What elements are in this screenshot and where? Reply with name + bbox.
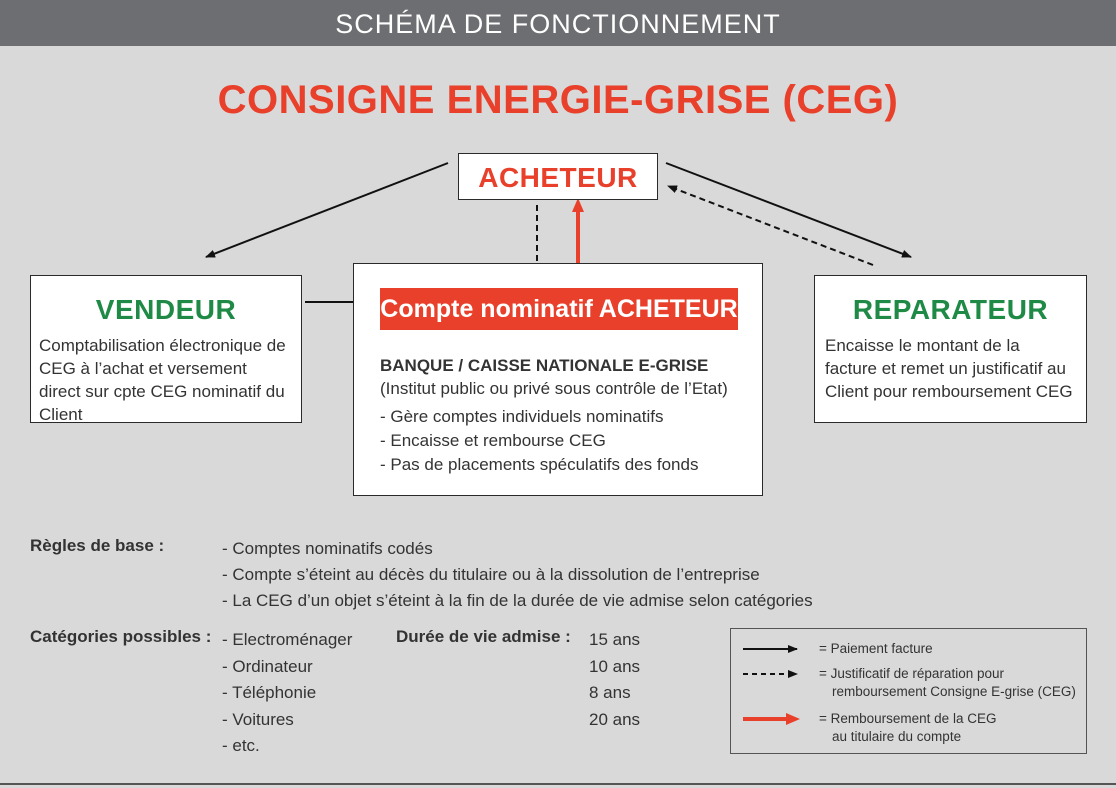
duree-list: 15 ans 10 ans 8 ans 20 ans (589, 627, 640, 733)
arrow-reparateur-to-acheteur-dashed (667, 185, 874, 266)
legend-line2: au titulaire du compte (832, 729, 962, 744)
list-item: 15 ans (589, 630, 641, 649)
list-item: - La CEG d’un objet s’éteint à la fin de… (222, 591, 813, 610)
arrow-acheteur-to-reparateur (665, 162, 912, 258)
acheteur-label: ACHETEUR (478, 162, 638, 193)
legend-line1: = Justificatif de réparation pour (819, 666, 1004, 681)
legend-item-paiement: = Paiement facture (819, 640, 933, 658)
rules-list: - Comptes nominatifs codés - Compte s’ét… (222, 536, 813, 614)
reparateur-text: Encaisse le montant de la facture et rem… (825, 336, 1073, 401)
legend-line1: = Remboursement de la CEG (819, 711, 997, 726)
list-item: - Encaisse et rembourse CEG (380, 431, 606, 450)
categories-label: Catégories possibles : (30, 627, 212, 646)
reparateur-box: REPARATEUR Encaisse le montant de la fac… (814, 275, 1087, 423)
vendeur-title: VENDEUR (95, 294, 237, 325)
duree-label: Durée de vie admise : (396, 627, 571, 646)
vendeur-box: VENDEUR Comptabilisation électronique de… (30, 275, 302, 424)
banque-box: Compte nominatif ACHETEUR BANQUE / CAISS… (353, 263, 763, 496)
legend-symbols (743, 645, 800, 725)
list-item: 10 ans (589, 656, 641, 676)
acheteur-box: ACHETEUR (458, 153, 658, 200)
list-item: - etc. (222, 736, 260, 755)
rules-label: Règles de base : (30, 536, 165, 555)
legend-item-remboursement: = Remboursement de la CEG au titulaire d… (819, 710, 996, 746)
legend-box: = Paiement facture = Justificatif de rép… (730, 628, 1087, 754)
reparateur-title: REPARATEUR (852, 294, 1049, 325)
compte-nominatif-label: Compte nominatif ACHETEUR (380, 288, 738, 330)
banque-title: BANQUE / CAISSE NATIONALE E-GRISE (380, 356, 709, 375)
list-item: - Electroménager (222, 630, 353, 649)
banque-list: - Gère comptes individuels nominatifs - … (380, 405, 698, 477)
list-item: 8 ans (589, 683, 631, 702)
list-item: - Comptes nominatifs codés (222, 539, 433, 558)
list-item: 20 ans (589, 709, 641, 729)
list-item: - Gère comptes individuels nominatifs (380, 407, 664, 426)
vendeur-text: Comptabilisation électronique de CEG à l… (39, 336, 286, 424)
banque-subtitle: (Institut public ou privé sous contrôle … (380, 379, 728, 398)
bottom-divider (0, 783, 1116, 785)
main-title: CONSIGNE ENERGIE-GRISE (CEG) (217, 78, 899, 122)
categories-list: - Electroménager - Ordinateur - Téléphon… (222, 627, 352, 760)
header-bar: SCHÉMA DE FONCTIONNEMENT (0, 0, 1116, 46)
list-item: - Téléphonie (222, 683, 317, 702)
legend-item-justificatif: = Justificatif de réparation pour rembou… (819, 665, 1076, 701)
list-item: - Ordinateur (222, 656, 313, 676)
list-item: - Voitures (222, 709, 294, 729)
legend-line1: = Paiement facture (819, 641, 933, 656)
legend-line2: remboursement Consigne E-grise (CEG) (832, 684, 1076, 699)
list-item: - Compte s’éteint au décès du titulaire … (222, 565, 760, 584)
arrow-acheteur-to-vendeur (205, 162, 449, 258)
list-item: - Pas de placements spéculatifs des fond… (380, 455, 699, 474)
header-title: SCHÉMA DE FONCTIONNEMENT (335, 9, 781, 39)
